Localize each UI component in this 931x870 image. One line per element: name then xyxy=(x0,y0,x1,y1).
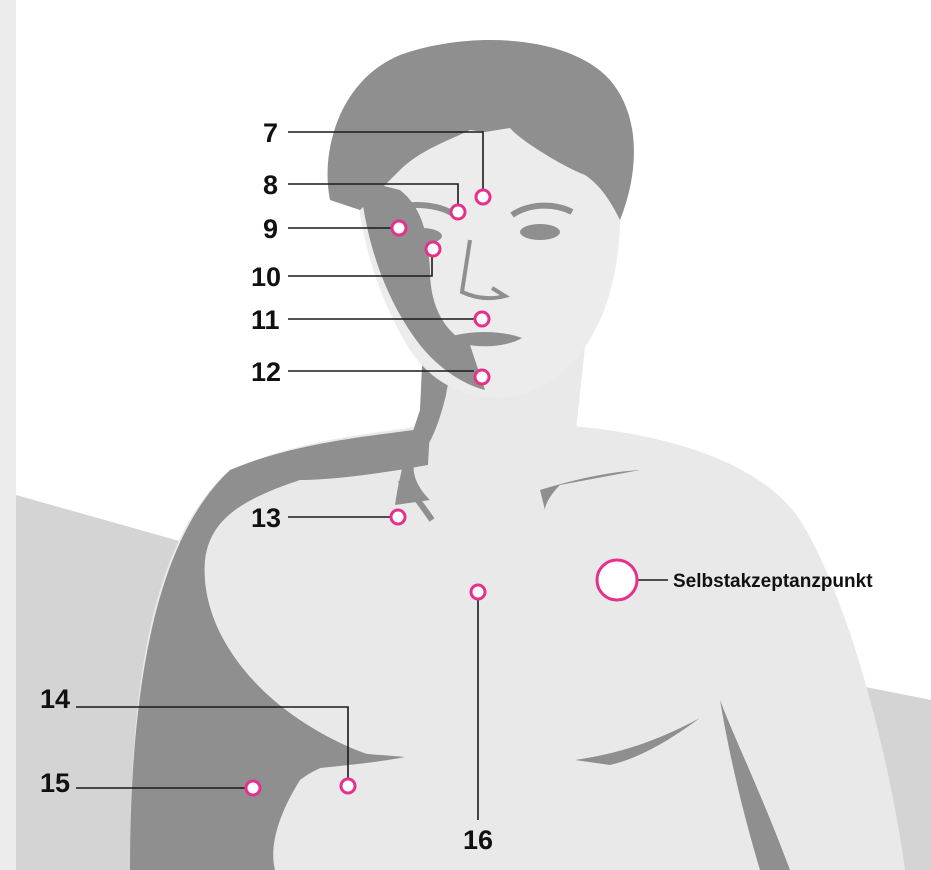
point-label-16: 16 xyxy=(463,825,493,855)
point-label-14: 14 xyxy=(40,684,70,714)
point-label-10: 10 xyxy=(251,262,281,292)
point-11 xyxy=(475,312,489,326)
point-15 xyxy=(246,781,260,795)
point-9 xyxy=(392,221,406,235)
legend-point-marker xyxy=(597,560,637,600)
point-10 xyxy=(426,242,440,256)
point-label-12: 12 xyxy=(251,357,281,387)
point-8 xyxy=(451,205,465,219)
legend-label: Selbstakzeptanzpunkt xyxy=(673,571,873,592)
point-label-9: 9 xyxy=(263,214,278,244)
point-12 xyxy=(475,370,489,384)
point-7 xyxy=(476,190,490,204)
point-14 xyxy=(341,779,355,793)
point-label-13: 13 xyxy=(251,503,281,533)
point-16 xyxy=(471,585,485,599)
point-label-7: 7 xyxy=(263,118,278,148)
point-13 xyxy=(391,510,405,524)
point-label-11: 11 xyxy=(251,305,280,335)
point-label-15: 15 xyxy=(40,768,70,798)
right-eye xyxy=(520,224,560,240)
point-label-8: 8 xyxy=(263,170,278,200)
